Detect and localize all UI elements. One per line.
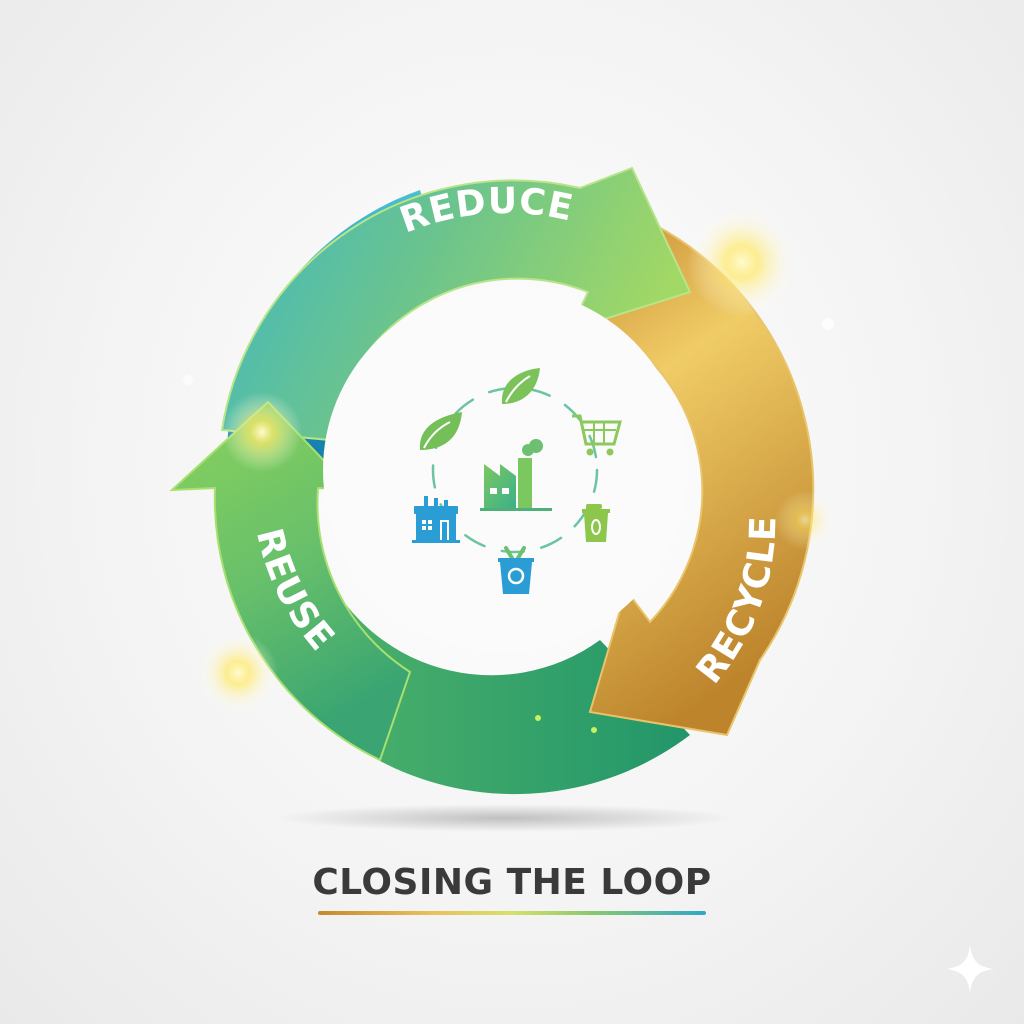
center-icon-cluster bbox=[412, 368, 622, 594]
factory-icon bbox=[480, 439, 552, 511]
floor-shadow bbox=[275, 804, 735, 832]
sparkle-dot bbox=[591, 727, 597, 733]
sparkle-dot bbox=[535, 715, 541, 721]
title-underline bbox=[318, 911, 706, 915]
sparkle-dot bbox=[183, 375, 193, 385]
glow bbox=[198, 633, 278, 713]
glow bbox=[775, 490, 835, 550]
leaf-icon bbox=[501, 368, 540, 404]
sparkle-dot bbox=[822, 318, 834, 330]
trash-bin-icon bbox=[582, 504, 610, 542]
sparkle-icon bbox=[946, 945, 994, 993]
building-icon bbox=[412, 496, 460, 543]
reuse-arrow bbox=[169, 400, 412, 762]
glow bbox=[687, 207, 797, 317]
glow bbox=[222, 392, 302, 472]
diagram-title: CLOSING THE LOOP bbox=[312, 862, 712, 903]
recycle-arrow bbox=[588, 223, 815, 737]
leaf-icon bbox=[419, 412, 462, 450]
dashed-ring bbox=[431, 386, 599, 554]
recycle-bin-icon bbox=[498, 546, 534, 594]
shopping-cart-icon bbox=[572, 414, 622, 456]
